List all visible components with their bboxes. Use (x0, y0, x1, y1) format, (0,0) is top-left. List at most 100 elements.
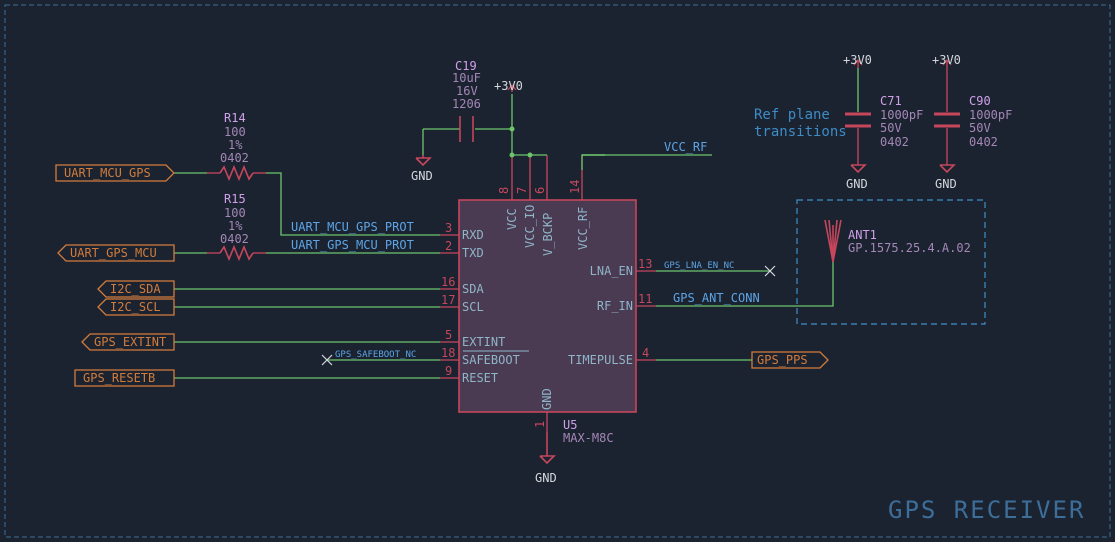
c71-pkg: 0402 (880, 135, 909, 149)
pin-name-timepulse: TIMEPULSE (568, 353, 633, 367)
net-vcc-rf: VCC_RF (664, 140, 707, 154)
pin-name-safeboot: SAFEBOOT (462, 353, 520, 367)
sheet-border (4, 4, 1111, 538)
global-label-i2c-sda[interactable]: I2C_SDA (97, 280, 175, 298)
global-label-text: UART_GPS_MCU (70, 246, 157, 260)
pin-num-vcc-io: 7 (515, 187, 529, 194)
pin-name-rf-in: RF_IN (597, 299, 633, 313)
net-gps-safeboot-nc: GPS_SAFEBOOT_NC (335, 350, 416, 360)
c19-value: 10uF (452, 71, 481, 85)
r14-tol: 1% (228, 138, 243, 152)
ic-value: MAX-M8C (563, 431, 614, 445)
ic-ref: U5 (563, 418, 577, 432)
c90-pkg: 0402 (969, 135, 998, 149)
pin-num-timepulse: 4 (642, 346, 649, 360)
pin-num-lna-en: 13 (638, 257, 652, 271)
net-uart-gps-mcu-prot: UART_GPS_MCU_PROT (291, 238, 414, 252)
pin-num-v-bckp: 6 (533, 187, 547, 194)
global-label-gps-resetb[interactable]: GPS_RESETB (74, 369, 175, 387)
no-connect-lna-en (764, 265, 776, 277)
pin-num-reset: 9 (445, 364, 452, 378)
global-label-i2c-scl[interactable]: I2C_SCL (97, 298, 175, 316)
pin-num-txd: 2 (445, 239, 452, 253)
c71-ref: C71 (880, 94, 902, 108)
gnd-ic-label: GND (535, 471, 557, 485)
c19-pkg: 1206 (452, 97, 481, 111)
global-label-text: GPS_PPS (757, 353, 808, 367)
note-line-2: transitions (754, 124, 847, 140)
antenna-keepout (796, 199, 986, 325)
global-label-text: UART_MCU_GPS (64, 166, 151, 180)
pin-num-scl: 17 (441, 293, 455, 307)
c90-value: 1000pF (969, 108, 1012, 122)
power-wiring (422, 94, 605, 170)
note-line-1: Ref plane (754, 107, 830, 123)
pin-name-sda: SDA (462, 282, 484, 296)
c19-volt: 16V (456, 84, 478, 98)
power-3v0-ic: +3V0 (494, 79, 523, 93)
r15-pkg: 0402 (220, 232, 249, 246)
pin-name-txd: TXD (462, 246, 484, 260)
global-label-text: I2C_SDA (110, 282, 161, 296)
pin-num-sda: 16 (441, 275, 455, 289)
c90-ref: C90 (969, 94, 991, 108)
pin-num-extint: 5 (445, 328, 452, 342)
r14-value: 100 (224, 125, 246, 139)
c71-volt: 50V (880, 121, 902, 135)
pin-name-gnd: GND (540, 388, 554, 410)
right-wires (656, 262, 834, 361)
pin-num-rxd: 3 (445, 221, 452, 235)
gnd-c19-label: GND (411, 169, 433, 183)
global-label-uart-gps-mcu[interactable]: UART_GPS_MCU (57, 244, 175, 262)
global-label-text: I2C_SCL (110, 300, 161, 314)
pin-name-lna-en: LNA_EN (590, 264, 633, 278)
pin-num-gnd: 1 (533, 421, 547, 428)
pin-num-vcc: 8 (497, 187, 511, 194)
c90-volt: 50V (969, 121, 991, 135)
c90-power-label: +3V0 (932, 53, 961, 67)
pin-num-safeboot: 18 (441, 346, 455, 360)
no-connect-safeboot (321, 354, 333, 366)
global-label-text: GPS_RESETB (83, 371, 155, 385)
capacitor-c90[interactable]: +3V0 GND C90 1000pF 50V 0402 (932, 53, 1012, 191)
pin-name-vcc-rf: VCC_RF (576, 207, 590, 250)
r14-pkg: 0402 (220, 151, 249, 165)
global-label-gps-extint[interactable]: GPS_EXTINT (81, 333, 175, 351)
global-label-uart-mcu-gps[interactable]: UART_MCU_GPS (55, 164, 175, 182)
pin-name-scl: SCL (462, 300, 484, 314)
pin-name-vcc: VCC (505, 208, 519, 230)
c71-gnd-label: GND (846, 177, 868, 191)
resistor-r15[interactable]: R15 100 1% 0402 (207, 192, 266, 262)
left-wires (174, 172, 440, 379)
r14-ref: R14 (224, 111, 246, 125)
c71-value: 1000pF (880, 108, 923, 122)
pin-name-extint: EXTINT (462, 335, 505, 349)
power-3v0-label: +3V0 (494, 79, 523, 93)
pin-name-rxd: RXD (462, 228, 484, 242)
resistor-r14[interactable]: R14 100 1% 0402 (207, 111, 266, 182)
net-gps-lna-en-nc: GPS_LNA_EN_NC (664, 261, 734, 271)
c19-ref: C19 (455, 59, 477, 73)
ant-value: GP.1575.25.4.A.02 (848, 241, 971, 255)
pin-num-vcc-rf: 14 (568, 180, 582, 194)
global-label-gps-pps[interactable]: GPS_PPS (751, 351, 829, 369)
capacitor-c19[interactable]: C19 10uF 16V 1206 (452, 59, 481, 142)
gnd-symbol-c19: GND (411, 155, 433, 183)
gnd-symbol-ic: GND (535, 432, 557, 485)
net-gps-ant-conn: GPS_ANT_CONN (673, 291, 760, 305)
pin-name-v-bckp: V_BCKP (541, 213, 555, 256)
capacitor-c71[interactable]: +3V0 GND C71 1000pF 50V 0402 (843, 53, 923, 191)
global-label-text: GPS_EXTINT (94, 335, 166, 349)
net-uart-mcu-gps-prot: UART_MCU_GPS_PROT (291, 220, 414, 234)
antenna-ant1[interactable]: ANT1 GP.1575.25.4.A.02 (796, 199, 986, 325)
pin-name-vcc-io: VCC_IO (523, 205, 537, 248)
pin-num-rf-in: 11 (638, 292, 652, 306)
ic-u5[interactable]: 8 7 6 14 3 2 16 17 5 18 9 13 11 4 1 VCC … (440, 155, 656, 445)
r15-value: 100 (224, 206, 246, 220)
c90-gnd-label: GND (935, 177, 957, 191)
r15-tol: 1% (228, 219, 243, 233)
c71-power-label: +3V0 (843, 53, 872, 67)
pin-name-reset: RESET (462, 371, 498, 385)
ant-ref: ANT1 (848, 228, 877, 242)
